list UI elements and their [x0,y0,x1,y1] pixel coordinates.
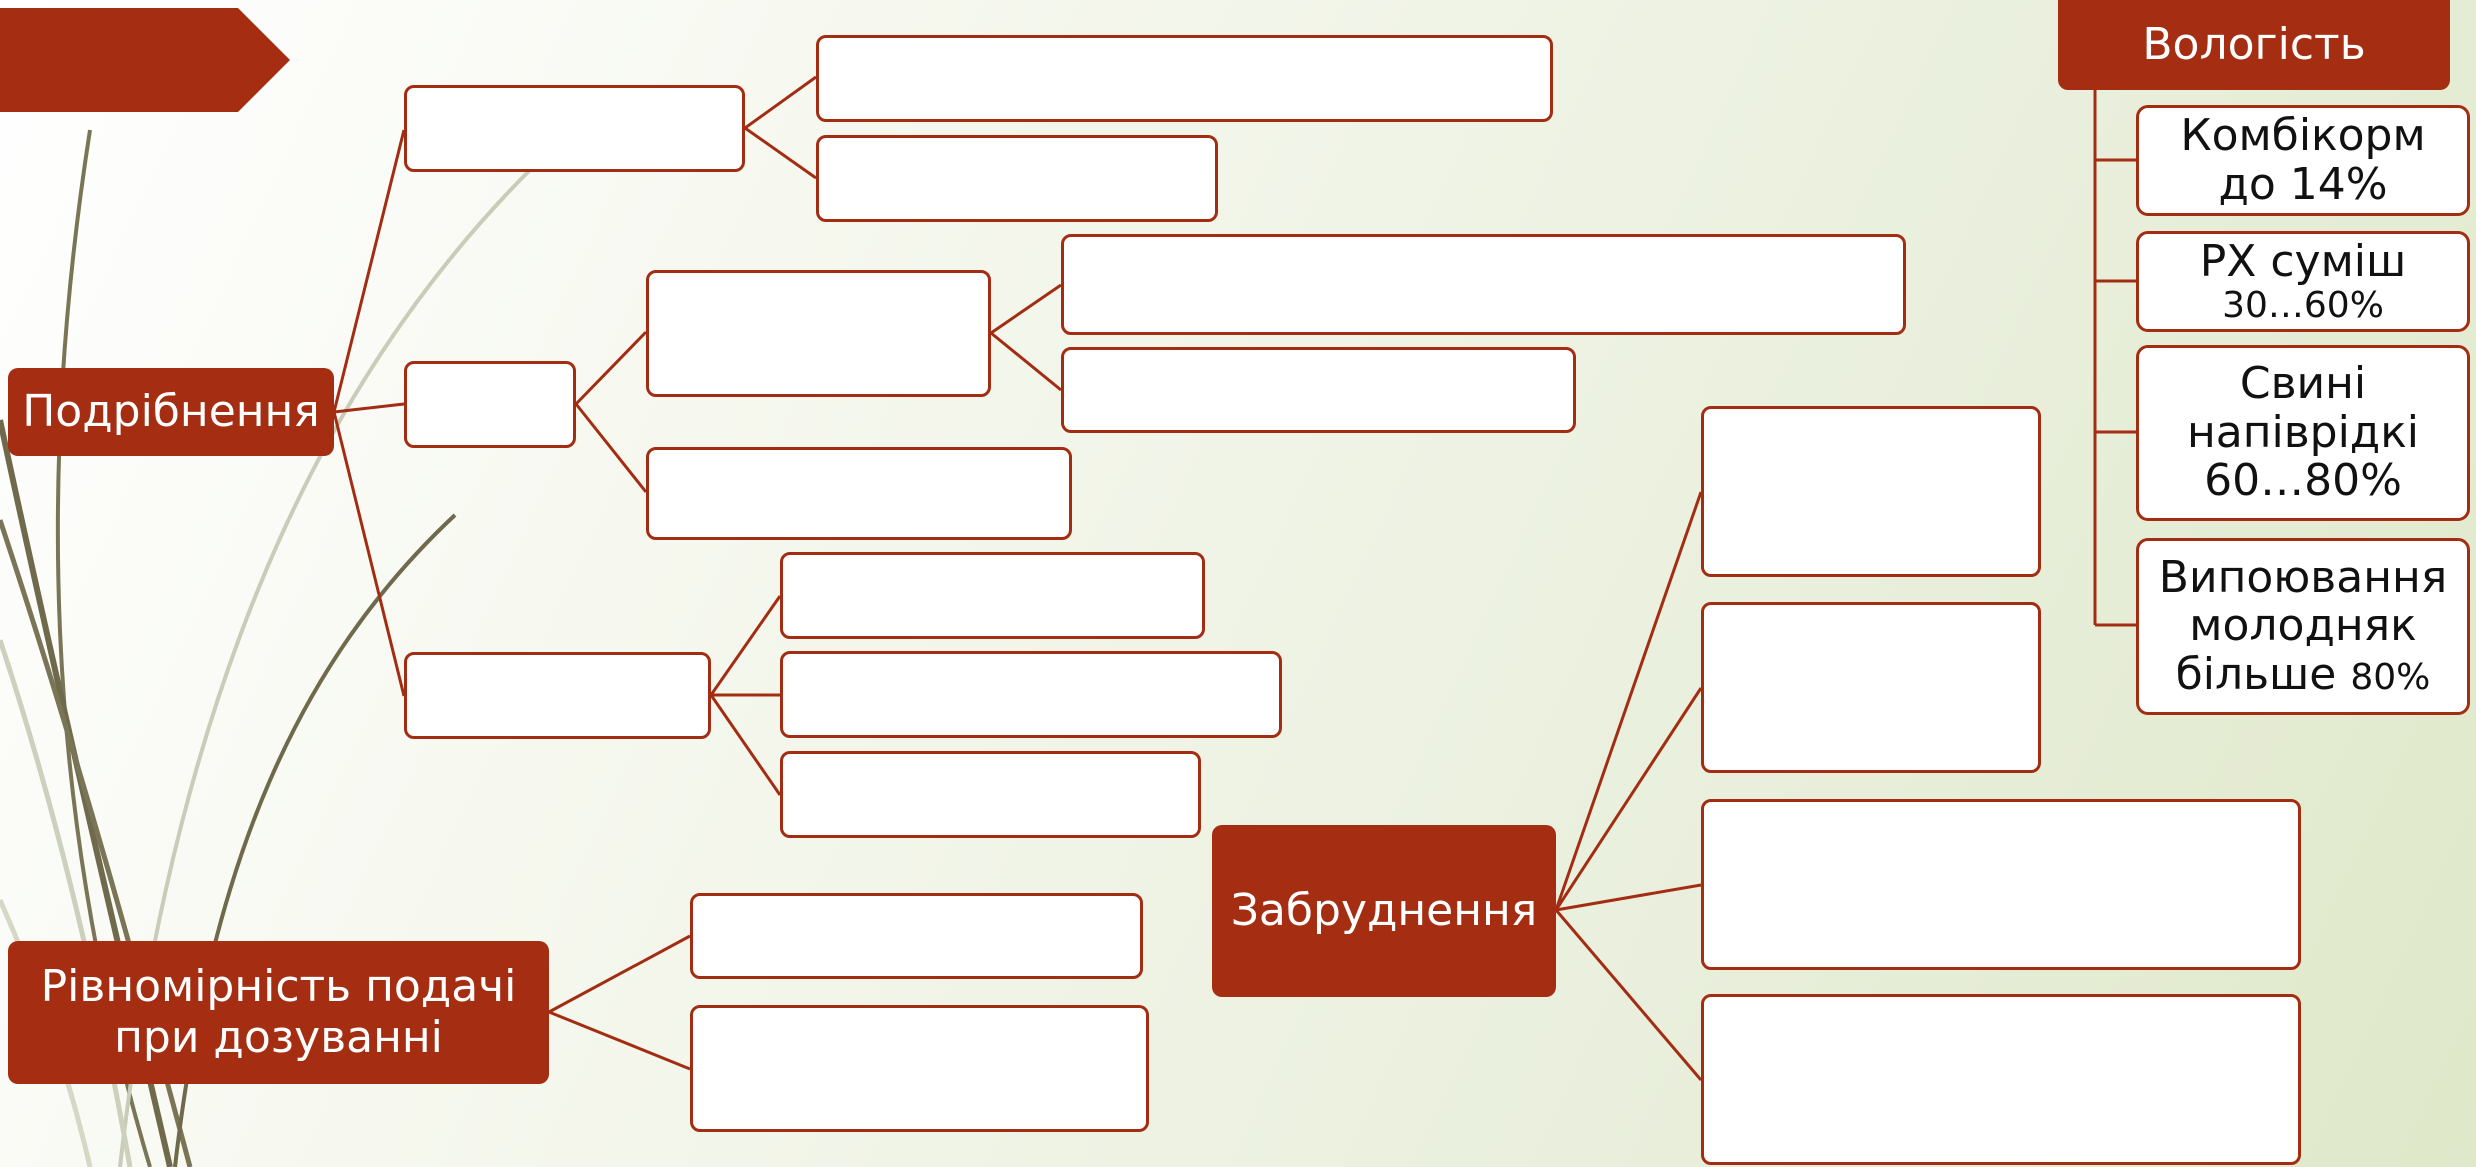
empty-box [1701,994,2301,1165]
humidity-item-line: 60…80% [2204,455,2402,507]
humidity-item-line: до 14% [2218,158,2388,210]
humidity-item-young-watering: Випоювання молодняк більше 80% [2136,538,2470,715]
empty-box [646,447,1072,540]
empty-box [1701,799,2301,970]
humidity-item-line: молодняк [2189,600,2417,652]
empty-box [404,361,576,448]
empty-box [404,652,711,739]
humidity-item-line: 30…60% [2222,284,2384,326]
humidity-item-line: Свині [2239,358,2367,410]
humidity-item-line: Випоювання [2158,551,2448,603]
empty-box [816,135,1218,222]
empty-box [1701,406,2041,577]
node-dosing-label: Рівномірність подачі при дозуванні [40,960,517,1063]
empty-box [780,651,1282,738]
empty-box [404,85,745,172]
empty-box [780,751,1201,838]
node-dosing-uniformity: Рівномірність подачі при дозуванні [8,941,549,1084]
node-humidity-label: Вологість [2142,18,2366,70]
humidity-item-line: 80% [2350,656,2431,698]
empty-box [690,1005,1149,1132]
humidity-item-pigs: Свині напіврідкі 60…80% [2136,345,2470,521]
humidity-item-line: Комбікорм [2180,110,2426,162]
humidity-item-line: РХ суміш [2199,235,2407,287]
empty-box [1061,347,1576,433]
humidity-item-line: напіврідкі [2186,406,2420,458]
humidity-item-line-wrap: більше 80% [2175,648,2431,700]
humidity-item-mixture: РХ суміш 30…60% [2136,231,2470,332]
node-grinding: Подрібнення [8,368,334,456]
node-humidity: Вологість [2058,0,2450,90]
title-tab [0,8,290,112]
humidity-item-line: більше [2175,648,2337,700]
empty-box [1701,602,2041,773]
empty-box [646,270,991,397]
node-grinding-label: Подрібнення [22,385,320,437]
node-contamination-label: Забруднення [1230,884,1538,936]
node-contamination: Забруднення [1212,825,1556,997]
empty-box [1061,234,1906,335]
empty-box [816,35,1553,122]
humidity-item-compound-feed: Комбікорм до 14% [2136,105,2470,216]
empty-box [780,552,1205,639]
empty-box [690,893,1143,979]
